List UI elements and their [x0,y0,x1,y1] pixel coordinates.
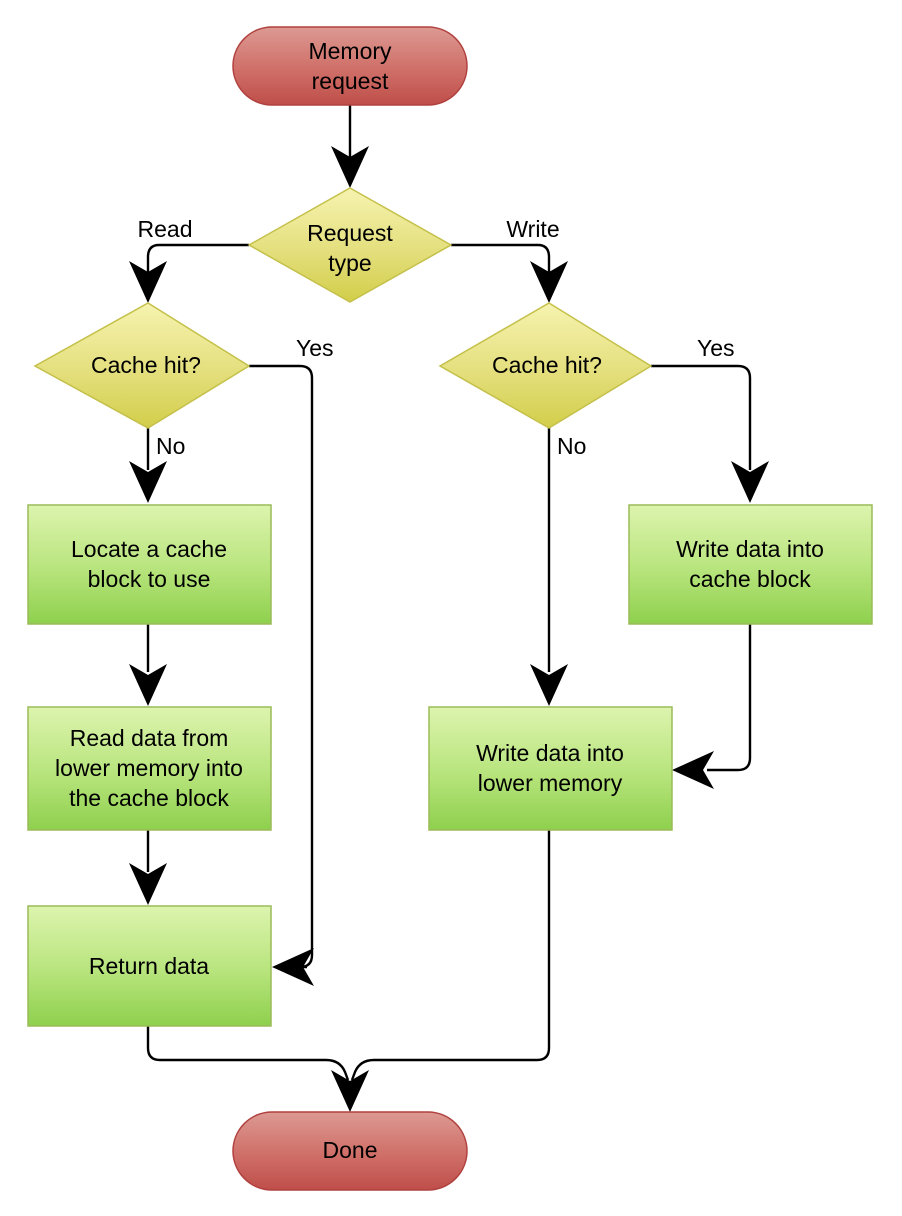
edge-read-cache-hit-no-to-locate-block [129,428,167,503]
arrow-into-done [331,1070,369,1112]
edge-locate-block-to-read-lower [129,624,167,706]
read-lower-memory-label-line2: lower memory into [55,755,243,781]
node-read-cache-hit[interactable]: Cache hit? [33,302,251,429]
write-lower-memory-label-line2: lower memory [478,770,623,796]
done-shape [232,1111,468,1191]
request-type-label-line1: Request [307,220,393,246]
memory-request-label-line1: Memory [308,38,392,64]
edge-label-write-cache-hit-no: No [557,433,586,459]
write-lower-memory-label-line1: Write data into [476,740,624,766]
node-return-data[interactable]: Return data [27,905,272,1027]
edge-start-to-request-type [331,105,369,188]
edge-label-read-cache-hit-no: No [156,433,185,459]
node-locate-block[interactable]: Locate a cache block to use [27,504,272,625]
edge-read-cache-hit-yes-to-return-data [249,364,314,986]
node-memory-request[interactable]: Memory request [232,26,468,106]
return-data-label: Return data [89,953,209,979]
node-write-lower-memory[interactable]: Write data into lower memory [428,706,673,831]
request-type-label-line2: type [328,250,371,276]
edge-return-data-to-done [146,1026,350,1081]
node-write-cache-hit[interactable]: Cache hit? [438,302,653,429]
return-data-shape [27,905,272,1027]
edge-label-write: Write [506,216,559,242]
node-read-lower-memory[interactable]: Read data from lower memory into the cac… [27,706,272,831]
edge-read-lower-to-return-data [129,830,167,905]
read-lower-memory-shape [27,706,272,831]
write-lower-memory-shape [428,706,673,831]
edge-write-cache-hit-no-to-write-lower [530,428,568,706]
write-cache-hit-shape [438,302,653,429]
request-type-shape [247,187,453,303]
edge-request-type-to-write-cache-hit [451,243,568,303]
node-done[interactable]: Done [232,1111,468,1191]
edge-write-cache-block-to-write-lower [672,624,752,789]
read-lower-memory-label-line1: Read data from [70,725,229,751]
node-write-cache-block[interactable]: Write data into cache block [628,504,873,625]
edge-write-lower-to-done [350,830,551,1081]
node-request-type[interactable]: Request type [247,187,453,303]
edge-label-read: Read [138,216,193,242]
edge-label-read-cache-hit-yes: Yes [296,335,334,361]
edge-write-cache-hit-yes-to-write-cache-block [651,364,769,503]
read-cache-hit-label: Cache hit? [91,352,201,378]
write-cache-hit-label: Cache hit? [492,352,602,378]
read-cache-hit-shape [33,302,251,429]
done-label: Done [323,1137,378,1163]
memory-request-label-line2: request [312,68,389,94]
locate-block-shape [27,504,272,625]
write-cache-block-shape [628,504,873,625]
write-cache-block-label-line2: cache block [689,566,811,592]
edge-request-type-to-read-cache-hit [129,243,249,303]
locate-block-label-line1: Locate a cache [71,536,227,562]
read-lower-memory-label-line3: the cache block [69,785,229,811]
memory-request-shape [232,26,468,106]
locate-block-label-line2: block to use [88,566,211,592]
write-cache-block-label-line1: Write data into [676,536,824,562]
edge-label-write-cache-hit-yes: Yes [697,335,735,361]
